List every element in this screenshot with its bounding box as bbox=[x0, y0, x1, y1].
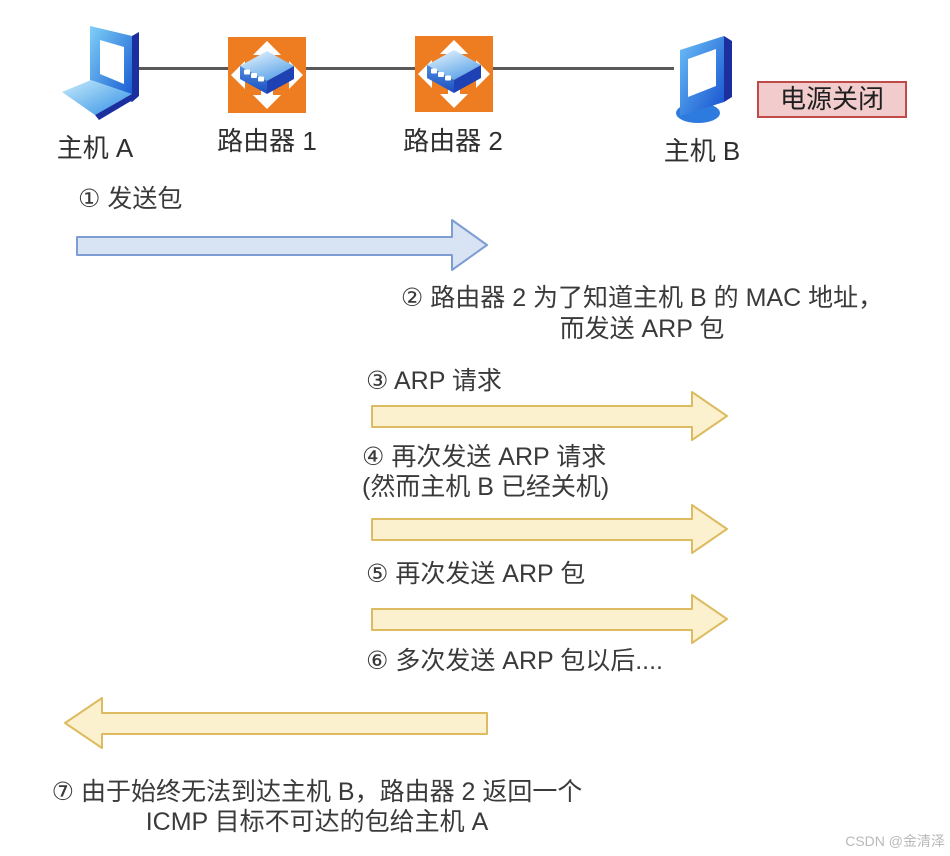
device-label-host-a: 主机 A bbox=[56, 133, 134, 163]
power-off-callout: 电源关闭 bbox=[757, 81, 907, 118]
device-label-host-b: 主机 B bbox=[663, 136, 741, 166]
step4-line1: ④ 再次发送 ARP 请求 bbox=[362, 443, 607, 471]
step3-label: ③ ARP 请求 bbox=[366, 367, 502, 395]
step5-label: ⑤ 再次发送 ARP 包 bbox=[366, 560, 586, 588]
device-label-router-2: 路由器 2 bbox=[403, 126, 503, 156]
laptop-icon bbox=[58, 24, 144, 124]
arrow-step4-yellow bbox=[370, 503, 730, 560]
step4-line2: (然而主机 B 已经关机) bbox=[362, 473, 610, 501]
step1-label: ① 发送包 bbox=[78, 185, 183, 213]
step2-line1: ② 路由器 2 为了知道主机 B 的 MAC 地址， bbox=[400, 284, 884, 312]
step7-line1: ⑦ 由于始终无法到达主机 B，路由器 2 返回一个 bbox=[51, 778, 583, 806]
step2-line2: 而发送 ARP 包 bbox=[559, 315, 725, 343]
step2-label: ② 路由器 2 为了知道主机 B 的 MAC 地址， 而发送 ARP 包 bbox=[371, 283, 913, 345]
router-icon bbox=[227, 37, 307, 113]
step6-label: ⑥ 多次发送 ARP 包以后.... bbox=[366, 647, 663, 675]
arrow-step7-yellow-left bbox=[62, 695, 489, 756]
step7-label: ⑦ 由于始终无法到达主机 B，路由器 2 返回一个 ICMP 目标不可达的包给主… bbox=[22, 777, 612, 837]
arrow-step5-yellow bbox=[370, 593, 730, 650]
arrow-step3-yellow bbox=[370, 390, 730, 447]
monitor-icon bbox=[658, 28, 744, 128]
device-label-router-1: 路由器 1 bbox=[217, 126, 317, 156]
step7-line2: ICMP 目标不可达的包给主机 A bbox=[145, 808, 489, 836]
network-link-line bbox=[132, 67, 674, 70]
watermark: CSDN @金清泽 bbox=[845, 833, 945, 849]
router-icon bbox=[415, 36, 493, 112]
arrow-step1-blue bbox=[75, 217, 490, 278]
step4-label: ④ 再次发送 ARP 请求 (然而主机 B 已经关机) bbox=[362, 442, 609, 502]
